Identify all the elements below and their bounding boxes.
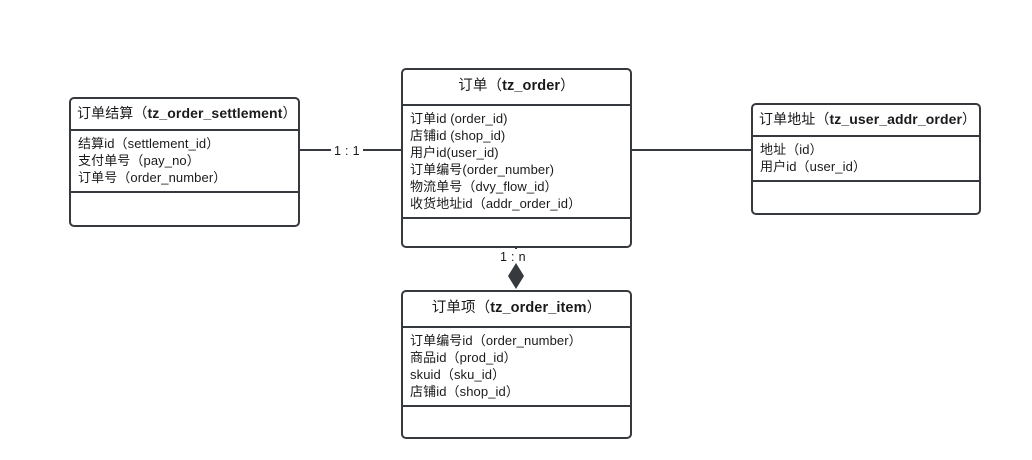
entity-tz-user-addr-order[interactable]: 订单地址（tz_user_addr_order） 地址（id） 用户id（use… [751,103,981,215]
connector-order-address [632,149,751,151]
entity-title-cn: 订单项 [431,300,476,316]
attribute-row: 用户id（user_id） [760,158,867,174]
attribute-row: 店铺id（shop_id） [410,384,519,400]
relationship-label-order-orderitem: 1 : n [497,249,529,265]
entity-title-table: tz_order_settlement [147,105,283,121]
entity-methods-tz-order [403,219,630,246]
entity-title-tz-order-item: 订单项（tz_order_item） [403,292,630,329]
relationship-label-settlement-order: 1 : 1 [331,143,363,159]
entity-title-paren-close: ） [560,78,575,94]
entity-title-tz-user-addr-order: 订单地址（tz_user_addr_order） [753,105,979,137]
entity-tz-order-item[interactable]: 订单项（tz_order_item） 订单编号id（order_number） … [401,290,632,440]
entity-tz-order[interactable]: 订单（tz_order） 订单id (order_id) 店铺id (shop_… [401,68,632,249]
entity-title-paren-close: ） [282,105,297,121]
attribute-row: 物流单号（dvy_flow_id） [410,179,558,195]
attribute-row: 订单id (order_id) [410,111,508,127]
entity-title-paren-open: （ [487,78,503,94]
entity-title-cn: 订单结算 [77,105,134,121]
attribute-row: 订单编号id（order_number） [410,333,582,349]
entity-methods-tz-order-settlement [71,193,298,225]
entity-title-paren-open: （ [475,300,491,316]
entity-title-tz-order-settlement: 订单结算（tz_order_settlement） [71,99,298,131]
entity-title-paren-open: （ [815,111,830,127]
entity-tz-order-settlement[interactable]: 订单结算（tz_order_settlement） 结算id（settlemen… [69,97,300,227]
entity-title-paren-close: ） [586,300,602,316]
attribute-row: skuid（sku_id） [410,367,506,383]
entity-attributes-tz-order-settlement: 结算id（settlement_id） 支付单号（pay_no） 订单号（ord… [71,131,298,193]
entity-title-table: tz_order_item [490,300,587,316]
attribute-row: 订单号（order_number） [78,169,227,185]
entity-title-paren-close: ） [962,111,977,127]
entity-attributes-tz-order-item: 订单编号id（order_number） 商品id（prod_id） skuid… [403,328,630,408]
attribute-row: 订单编号(order_number) [410,162,555,178]
attribute-row: 地址（id） [760,141,823,157]
filled-diamond-marker-icon [508,263,524,289]
entity-attributes-tz-order: 订单id (order_id) 店铺id (shop_id) 用户id(user… [403,106,630,220]
attribute-row: 商品id（prod_id） [410,350,517,366]
entity-methods-tz-user-addr-order [753,182,979,213]
attribute-row: 用户id(user_id) [410,145,499,161]
attribute-row: 收货地址id（addr_order_id） [410,196,582,212]
entity-methods-tz-order-item [403,407,630,437]
entity-attributes-tz-user-addr-order: 地址（id） 用户id（user_id） [753,137,979,182]
entity-title-paren-open: （ [133,105,148,121]
entity-title-cn: 订单地址 [759,111,816,127]
entity-title-cn: 订单 [458,78,488,94]
attribute-row: 结算id（settlement_id） [78,135,220,151]
attribute-row: 支付单号（pay_no） [78,152,200,168]
entity-title-tz-order: 订单（tz_order） [403,70,630,107]
entity-title-table: tz_user_addr_order [829,111,963,127]
entity-title-table: tz_order [502,78,561,94]
attribute-row: 店铺id (shop_id) [410,128,506,144]
